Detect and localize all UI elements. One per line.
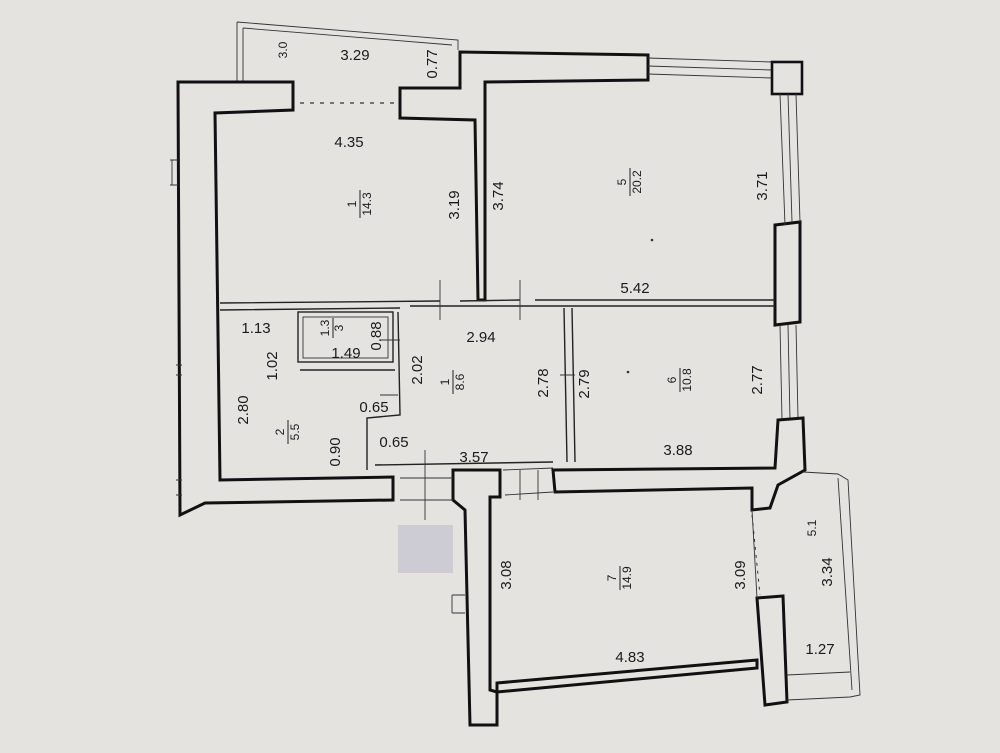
room-label-7: 7 14.9 (605, 566, 634, 590)
outer-wall-top (398, 50, 650, 302)
dim-room2-depth: 2.80 (235, 395, 252, 424)
dim-room2-inner: 1.02 (264, 351, 281, 380)
dim-room3-width: 1.49 (331, 345, 360, 362)
room-4-id: 1 (345, 200, 359, 207)
dim-room1-bottom: 3.57 (459, 449, 488, 466)
dim-room4-width: 4.35 (334, 134, 363, 151)
pillar-room7 (755, 594, 789, 707)
dim-room7-width: 4.83 (615, 649, 644, 666)
room-label-6: 6 10.8 (665, 368, 694, 392)
room-1-area: 8.6 (453, 373, 467, 390)
dim-room1-step-b: 0.65 (379, 434, 408, 451)
room-3-outline (297, 311, 394, 363)
room-7-area: 14.9 (620, 566, 634, 590)
dim-room1-left: 2.02 (409, 355, 426, 384)
outer-wall-right (773, 220, 802, 327)
room-6-area: 10.8 (680, 368, 694, 392)
room-5-id: 5 (615, 178, 629, 185)
dim-room5-width: 5.42 (620, 280, 649, 297)
dim-room2-top: 1.13 (241, 320, 270, 337)
window-top-right (647, 57, 804, 96)
dim-balcony-right-width: 1.27 (805, 641, 834, 658)
dim-balcony-top-side: 3.0 (276, 41, 290, 58)
redaction-patch (398, 525, 453, 573)
dim-balcony-top-depth: 0.77 (424, 49, 441, 78)
outer-wall-left (176, 80, 395, 518)
dim-room1-depth: 2.78 (535, 368, 552, 397)
room-6-id: 6 (665, 376, 679, 383)
room-7-id: 7 (605, 574, 619, 581)
dim-room7-right: 3.09 (732, 560, 749, 589)
dim-room5-left: 3.74 (490, 181, 507, 210)
room-label-5: 5 20.2 (615, 168, 644, 196)
balcony-5-1-id: 5.1 (805, 519, 819, 536)
dim-room6-left: 2.79 (576, 369, 593, 398)
room-label-3: 3 1.3 (318, 318, 346, 338)
dim-room5-right: 3.71 (754, 171, 771, 200)
dim-balcony-top-length: 3.29 (340, 47, 369, 64)
dim-balcony-right-length: 3.34 (819, 557, 836, 586)
room-label-2: 2 5.5 (273, 420, 302, 444)
room-3-id: 3 (332, 324, 346, 331)
dim-room2-door: 0.90 (327, 437, 344, 466)
room-2-area: 5.5 (288, 423, 302, 440)
dim-room7-left: 3.08 (498, 560, 515, 589)
room-label-4: 1 14.3 (345, 190, 374, 218)
dim-room6-right: 2.77 (749, 365, 766, 394)
dim-room4-depth: 3.19 (446, 190, 463, 219)
room-3-area: 1.3 (318, 319, 332, 336)
room-1-id: 1 (438, 378, 452, 385)
room-2-id: 2 (273, 428, 287, 435)
dim-room6-width: 3.88 (663, 442, 692, 459)
dim-room1-step: 0.65 (359, 399, 388, 416)
room-5-area: 20.2 (630, 170, 644, 194)
dim-room1-width: 2.94 (466, 329, 495, 346)
room-4-area: 14.3 (360, 192, 374, 216)
dim-room3-depth: 0.88 (368, 321, 385, 350)
balcony-right (786, 471, 861, 701)
room-label-1: 1 8.6 (438, 370, 467, 394)
